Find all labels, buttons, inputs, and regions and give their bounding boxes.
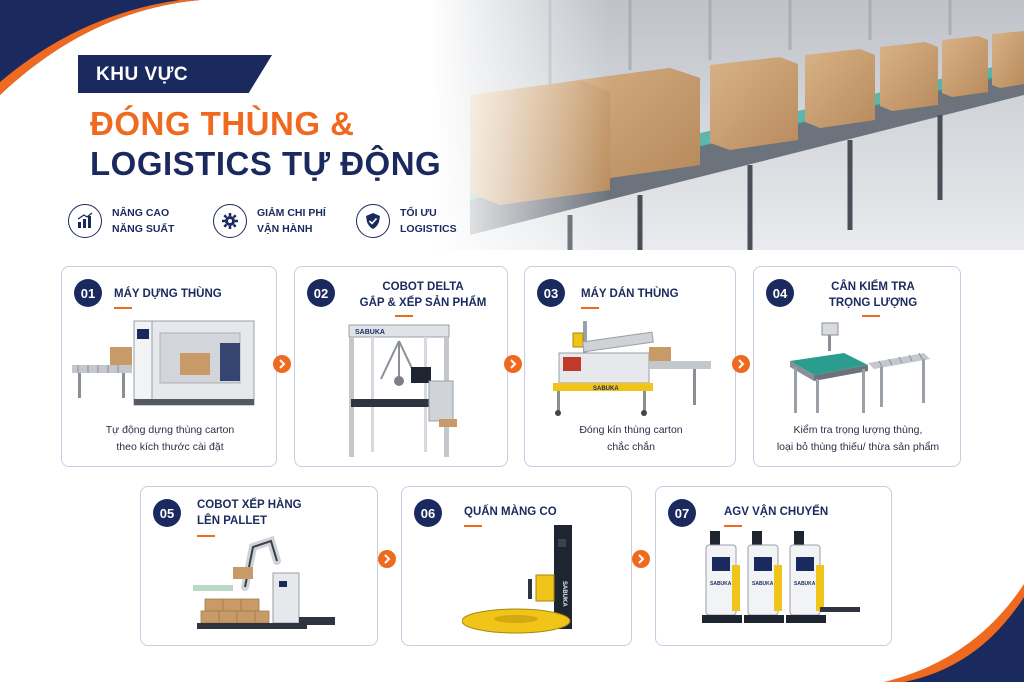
step-card-01: 01 MÁY DỰNG THÙNG Tự động dựng thùng car… <box>61 266 277 467</box>
title-underline <box>114 307 132 309</box>
step-card-06: 06 QUẤN MÀNG CO SABUKA <box>401 486 632 646</box>
chevron-right-icon <box>632 550 650 568</box>
step-title: QUẤN MÀNG CO <box>464 506 557 518</box>
corner-decoration <box>884 584 1024 682</box>
brand-logo: SABUKA <box>355 329 385 336</box>
brand-logo: SABUKA <box>561 581 567 607</box>
page-title-line2: LOGISTICS TỰ ĐỘNG <box>90 145 442 182</box>
section-tag: KHU VỰC <box>78 55 272 93</box>
agv-image: SABUKA SABUKA SABUKA <box>702 531 860 623</box>
title-underline <box>395 315 413 317</box>
chevron-right-icon <box>378 550 396 568</box>
chart-icon <box>68 204 102 238</box>
step-number: 06 <box>414 499 442 527</box>
step-title: MÁY DỰNG THÙNG <box>114 288 222 300</box>
step-card-07: 07 AGV VẬN CHUYỂN SABUKA SABUKA SABUKA <box>655 486 892 646</box>
title-underline <box>862 315 880 317</box>
box-erector-machine-image <box>72 320 255 406</box>
step-card-03: 03 MÁY DÁN THÙNG SABUKA Đóng kín thùng c… <box>524 266 736 467</box>
brand-logo: SABUKA <box>752 581 774 587</box>
step-title: AGV VẬN CHUYỂN <box>724 506 829 518</box>
step-number: 01 <box>74 279 102 307</box>
step-number: 05 <box>153 499 181 527</box>
conveyor-photo <box>430 0 1024 250</box>
title-underline <box>197 535 215 537</box>
brand-logo: SABUKA <box>794 581 816 587</box>
delta-cobot-image: SABUKA <box>348 324 457 457</box>
page-title-line1: ĐÓNG THÙNG & <box>90 105 355 142</box>
step-number: 02 <box>307 279 335 307</box>
checkweigher-image <box>790 322 930 413</box>
brand-logo: SABUKA <box>593 386 619 392</box>
carton-sealer-image: SABUKA <box>553 321 711 416</box>
palletizing-cobot-image <box>193 535 335 629</box>
chevron-right-icon <box>273 355 291 373</box>
corner-decoration <box>0 0 200 95</box>
step-number: 07 <box>668 499 696 527</box>
chevron-right-icon <box>732 355 750 373</box>
step-title: MÁY DÁN THÙNG <box>581 288 679 300</box>
shield-check-icon <box>356 204 390 238</box>
step-number: 04 <box>766 279 794 307</box>
step-description: Kiểm tra trọng lượng thùng,loại bỏ thùng… <box>776 424 940 453</box>
title-underline <box>724 525 742 527</box>
chevron-right-icon <box>504 355 522 373</box>
stretch-wrapper-image: SABUKA <box>462 525 572 634</box>
title-underline <box>464 525 482 527</box>
gear-icon <box>213 204 247 238</box>
step-number: 03 <box>537 279 565 307</box>
title-underline <box>581 307 599 309</box>
brand-logo: SABUKA <box>710 581 732 587</box>
